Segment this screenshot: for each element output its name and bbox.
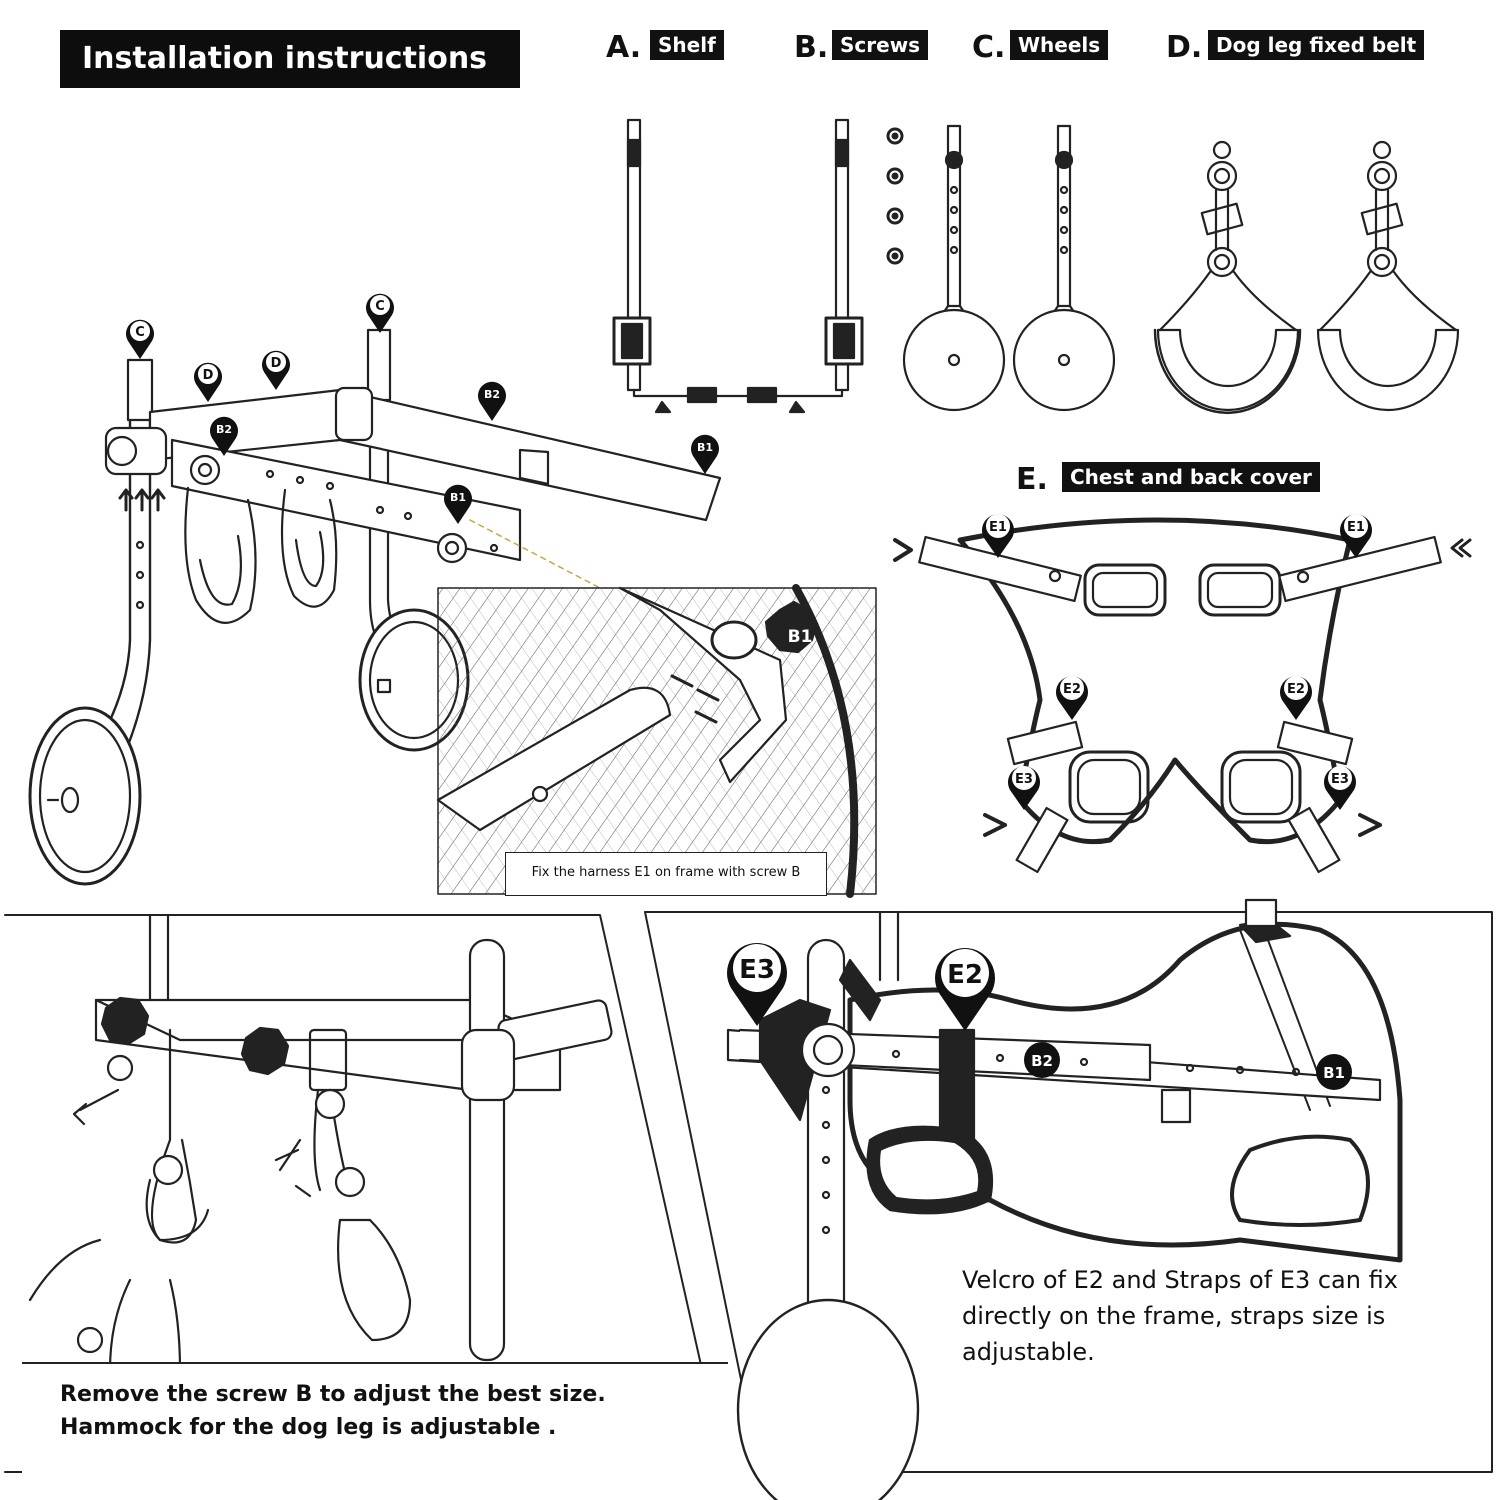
assembled-wheelchair-drawing xyxy=(28,328,722,886)
marker-e1-left-text: E1 xyxy=(989,520,1007,535)
wheels-drawing xyxy=(902,124,1116,412)
marker-e2-right: E2 xyxy=(1280,676,1312,720)
leg-belt-drawing xyxy=(1153,140,1460,415)
marker-b1-screw: B1 xyxy=(444,484,472,524)
part-e-letter: E. xyxy=(1016,462,1048,497)
part-a-letter: A. xyxy=(606,30,642,65)
marker-e3-left: E3 xyxy=(1008,766,1040,810)
harness-detail-inset xyxy=(436,584,877,898)
part-b-label: Screws xyxy=(832,30,929,60)
marker-b2-rear: B2 xyxy=(210,416,238,456)
marker-b1-rail-text: B1 xyxy=(697,441,713,454)
marker-e1-right: E1 xyxy=(1340,514,1372,558)
marker-b1-panel: B1 xyxy=(1316,1054,1352,1090)
marker-e2-left-text: E2 xyxy=(1063,682,1081,697)
part-c-label: Wheels xyxy=(1010,30,1109,60)
marker-d-1: D xyxy=(194,362,222,402)
marker-c-front-text: C xyxy=(375,299,385,314)
marker-d-2-text: D xyxy=(271,356,282,371)
marker-b2-front: B2 xyxy=(478,381,506,421)
marker-e2-panel: E2 xyxy=(935,948,995,1031)
marker-b1-rail: B1 xyxy=(691,434,719,474)
marker-b1-inset: B1 xyxy=(788,627,813,647)
marker-b1-inset-text: B1 xyxy=(788,627,813,647)
part-c-letter: C. xyxy=(972,30,1006,65)
screws-drawing xyxy=(886,127,904,265)
screw-caption-box xyxy=(22,1362,728,1474)
velcro-caption: Velcro of E2 and Straps of E3 can fix di… xyxy=(962,1266,1398,1366)
marker-b2-panel-text: B2 xyxy=(1031,1052,1053,1070)
part-d-letter: D. xyxy=(1166,30,1203,65)
marker-b2-panel: B2 xyxy=(1024,1042,1060,1078)
marker-b1-screw-text: B1 xyxy=(450,491,466,504)
marker-b1-panel-text: B1 xyxy=(1323,1064,1345,1082)
part-e-label: Chest and back cover xyxy=(1062,462,1320,492)
marker-d-2: D xyxy=(262,350,290,390)
marker-e3-right: E3 xyxy=(1324,766,1356,810)
marker-e1-left: E1 xyxy=(982,514,1014,558)
marker-b2-rear-text: B2 xyxy=(216,423,232,436)
marker-e3-right-text: E3 xyxy=(1331,772,1349,787)
marker-e2-panel-text: E2 xyxy=(947,960,983,990)
marker-c-rear: C xyxy=(126,319,154,359)
screw-caption: Remove the screw B to adjust the best si… xyxy=(60,1382,606,1440)
part-d-label: Dog leg fixed belt xyxy=(1208,30,1425,60)
marker-d-1-text: D xyxy=(203,368,214,383)
marker-e3-left-text: E3 xyxy=(1015,772,1033,787)
marker-c-front: C xyxy=(366,293,394,333)
marker-e2-left: E2 xyxy=(1056,676,1088,720)
page-title: Installation instructions xyxy=(60,30,520,88)
velcro-strap-panel-drawing xyxy=(644,898,1493,1500)
marker-e3-panel-text: E3 xyxy=(739,955,775,985)
shelf-drawing xyxy=(612,118,864,414)
marker-e3-panel: E3 xyxy=(727,943,787,1026)
screw-adjust-panel-drawing xyxy=(4,913,726,1473)
marker-c-rear-text: C xyxy=(135,325,145,340)
marker-e1-right-text: E1 xyxy=(1347,520,1365,535)
chest-back-cover-drawing xyxy=(893,517,1472,874)
part-a-label: Shelf xyxy=(650,30,724,60)
harness-caption: Fix the harness E1 on frame with screw B xyxy=(505,852,827,896)
marker-e2-right-text: E2 xyxy=(1287,682,1305,697)
part-b-letter: B. xyxy=(794,30,829,65)
marker-b2-front-text: B2 xyxy=(484,388,500,401)
